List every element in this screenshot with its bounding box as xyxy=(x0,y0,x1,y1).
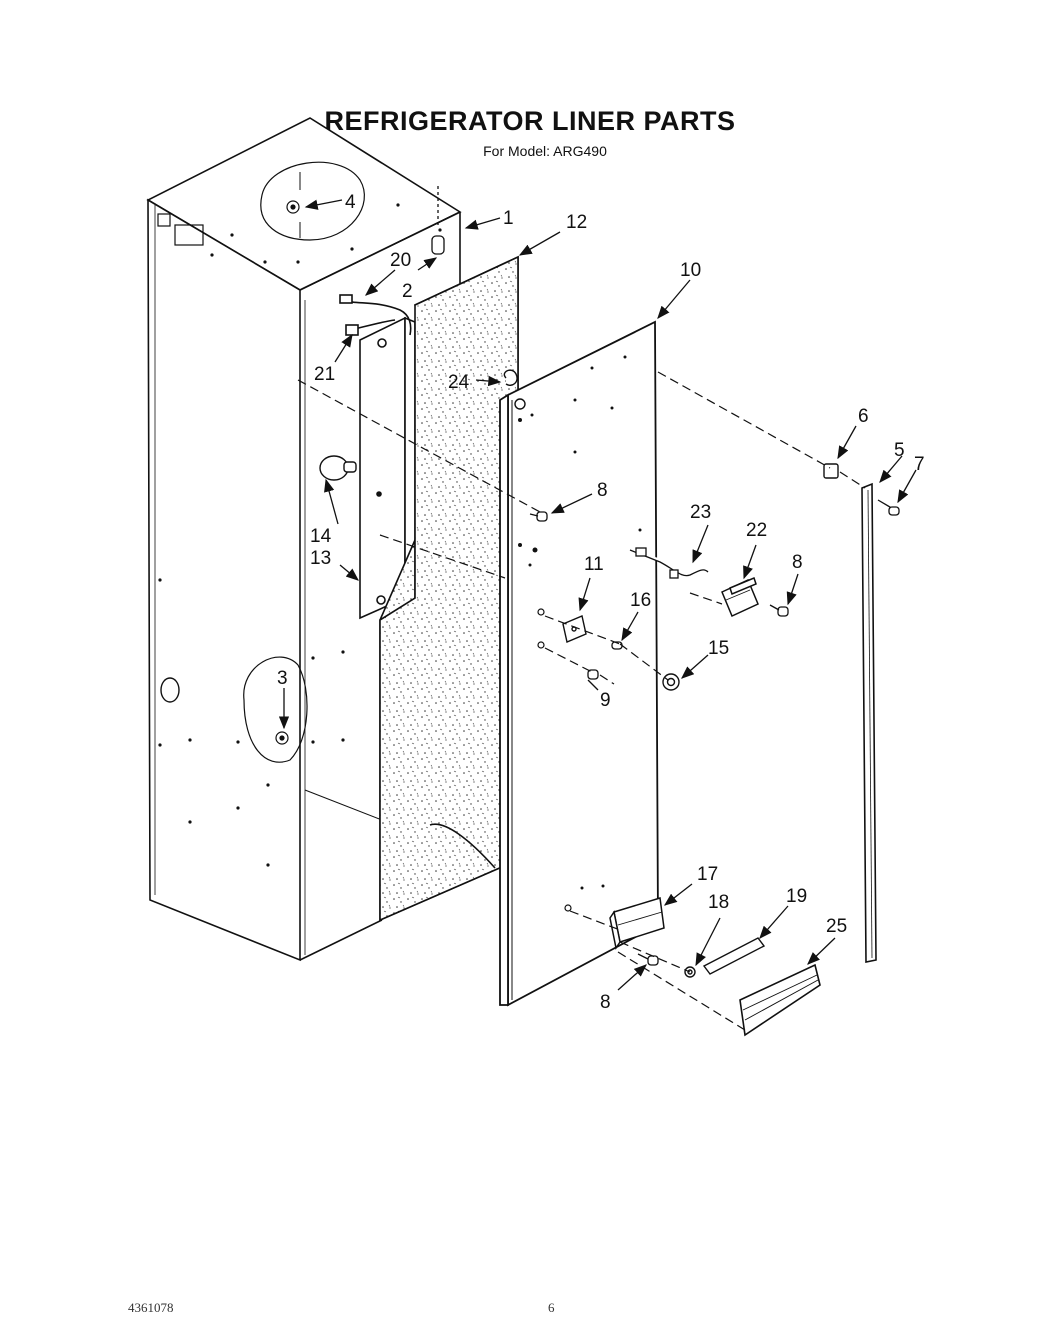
callout-13: 13 xyxy=(310,548,331,569)
callout-8-upper: 8 xyxy=(597,480,608,501)
callout-23: 23 xyxy=(690,502,711,523)
part-5-trim-strip xyxy=(861,482,877,963)
callout-8-lower: 8 xyxy=(600,992,611,1013)
callout-leader-lines xyxy=(278,199,917,991)
callout-5: 5 xyxy=(894,440,905,461)
part-17-bracket xyxy=(609,897,665,950)
part-8-screw-right xyxy=(769,604,789,617)
part-20-21-wiring xyxy=(339,294,412,336)
callout-4: 4 xyxy=(345,192,356,213)
callout-7: 7 xyxy=(914,454,925,475)
callout-12: 12 xyxy=(566,212,587,233)
part-12-insulation xyxy=(379,255,519,922)
part-3-fastener xyxy=(275,731,289,745)
callout-10: 10 xyxy=(680,260,701,281)
cabinet-shell xyxy=(146,117,462,962)
callout-14: 14 xyxy=(310,526,332,547)
callout-6: 6 xyxy=(858,406,869,427)
callout-24: 24 xyxy=(448,372,470,393)
callout-25: 25 xyxy=(826,916,847,937)
cabinet-mounting-holes xyxy=(158,203,442,867)
assembly-guide-lines xyxy=(297,371,866,1031)
part-8-screw-lower xyxy=(637,953,659,966)
part-6-block xyxy=(823,463,839,479)
liner-rivets xyxy=(537,608,572,912)
page-title: REFRIGERATOR LINER PARTS xyxy=(324,106,736,136)
part-15-knob xyxy=(662,673,680,691)
callout-2: 2 xyxy=(402,281,413,302)
callout-17: 17 xyxy=(697,864,718,885)
document-code: 4361078 xyxy=(128,1300,174,1315)
part-4-fastener xyxy=(286,172,301,238)
part-8-screw-upper xyxy=(529,511,548,522)
callout-18: 18 xyxy=(708,892,729,913)
part-23-wire-harness xyxy=(629,547,709,579)
liner-panel-holes xyxy=(518,355,642,890)
callout-20: 20 xyxy=(390,250,411,271)
part-14-grommet xyxy=(319,455,357,481)
callout-16: 16 xyxy=(630,590,651,611)
part-10-liner-panel xyxy=(499,320,659,1007)
callout-22: 22 xyxy=(746,520,767,541)
page-number: 6 xyxy=(548,1300,555,1315)
part-22-light-housing xyxy=(721,576,759,618)
callout-15: 15 xyxy=(708,638,729,659)
callout-1: 1 xyxy=(503,208,514,229)
part-9-screw xyxy=(587,669,599,680)
part-19-hinge-pin xyxy=(702,937,766,975)
callout-8-right: 8 xyxy=(792,552,803,573)
model-subtitle: For Model: ARG490 xyxy=(483,143,607,159)
part-25-shield xyxy=(739,963,821,1037)
callout-21: 21 xyxy=(314,364,335,385)
callout-19: 19 xyxy=(786,886,807,907)
part-7-screw xyxy=(877,499,900,516)
part-2-plug xyxy=(431,186,445,255)
callout-numbers: 4 1 2 20 12 10 21 24 6 5 7 8 23 22 8 11 … xyxy=(277,192,925,1013)
callout-9: 9 xyxy=(600,690,611,711)
part-24-clip xyxy=(503,369,526,410)
callout-11: 11 xyxy=(584,554,604,575)
callout-3: 3 xyxy=(277,668,288,689)
